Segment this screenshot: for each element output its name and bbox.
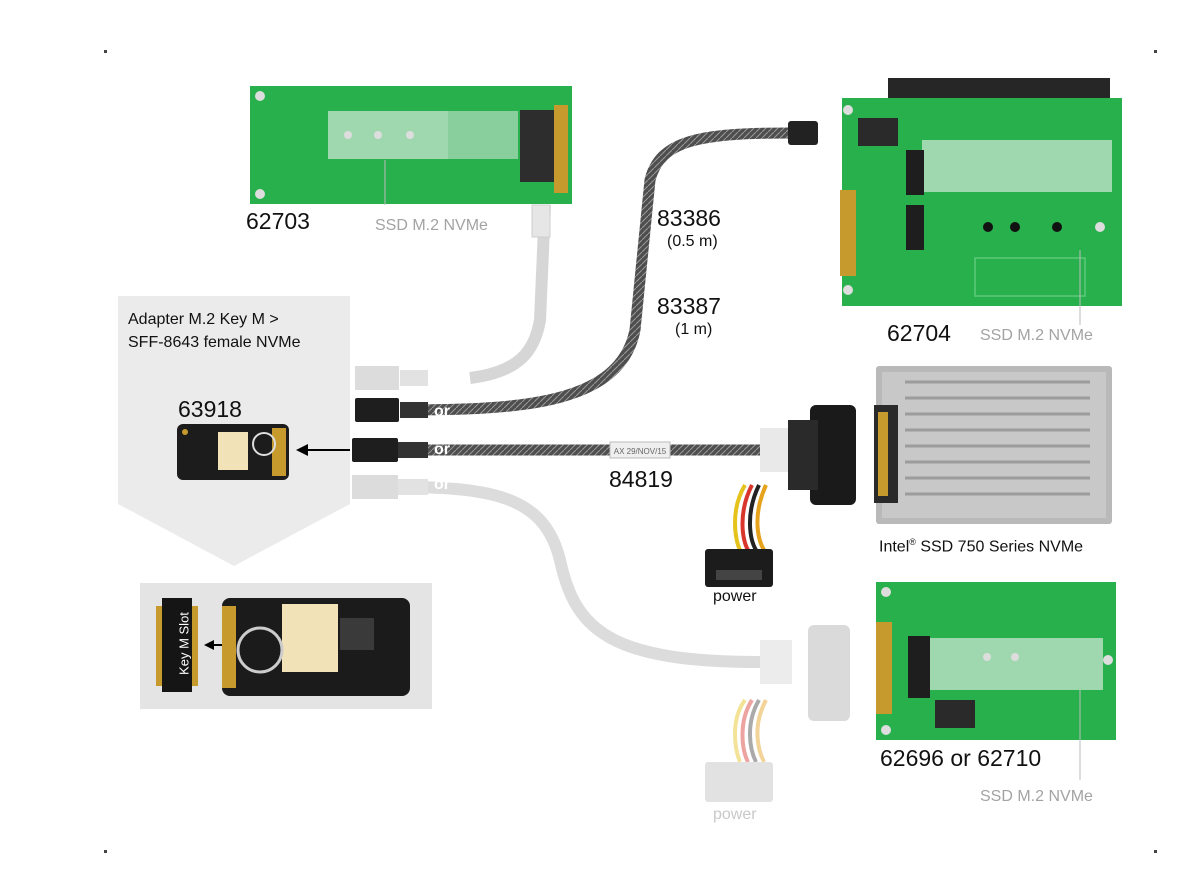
u2-connector-faded xyxy=(808,625,850,721)
corner-mark xyxy=(104,50,107,53)
sata-power-connector xyxy=(705,549,773,587)
product-62703-label: 62703 xyxy=(246,208,310,234)
or-label-4: or xyxy=(434,476,450,493)
cable-plugs xyxy=(352,366,428,499)
corner-mark xyxy=(1154,50,1157,53)
arrow-head xyxy=(296,444,308,456)
u2-connector xyxy=(760,428,792,472)
or-label-3: or xyxy=(434,441,450,458)
board-62704 xyxy=(840,78,1122,325)
product-84819-label: 84819 xyxy=(609,466,673,492)
cable-83387-label: 83387 xyxy=(657,293,721,319)
or-label-2: or xyxy=(434,403,450,420)
cable-to-62703 xyxy=(469,204,551,384)
ssd-label-62696: SSD M.2 NVMe xyxy=(980,788,1093,805)
board-62703 xyxy=(250,86,572,205)
intel-ssd-label: Intel® SSD 750 Series NVMe xyxy=(879,537,1084,556)
cable-83386-label: 83386 xyxy=(657,205,721,231)
power-label-faded: power xyxy=(713,806,757,823)
or-label-1: or xyxy=(434,370,450,387)
product-63918-label: 63918 xyxy=(178,396,242,422)
key-m-slot-label: Key M Slot xyxy=(176,612,192,675)
cable-83386-83387 xyxy=(399,127,791,416)
u2-power-wires xyxy=(733,483,768,552)
product-62696-label: 62696 or 62710 xyxy=(880,745,1042,771)
sff-plug-62704 xyxy=(788,121,818,145)
adapter-caption-line2: SFF-8643 female NVMe xyxy=(128,334,301,351)
intel-ssd-750 xyxy=(874,366,1112,524)
cable-83387-length: (1 m) xyxy=(675,321,713,338)
board-62696 xyxy=(876,582,1116,780)
cable-83386-length: (0.5 m) xyxy=(667,233,718,250)
ssd-label-62703: SSD M.2 NVMe xyxy=(375,217,488,234)
product-62704-label: 62704 xyxy=(887,320,951,346)
cable-to-62696 xyxy=(399,481,761,668)
corner-mark xyxy=(104,850,107,853)
cable-tag xyxy=(609,441,671,459)
faded-power-wires xyxy=(733,698,768,763)
ssd-label-62704: SSD M.2 NVMe xyxy=(980,327,1093,344)
svg-text:AX 29/NOV/15: AX 29/NOV/15 xyxy=(614,447,667,456)
corner-mark xyxy=(1154,850,1157,853)
power-label: power xyxy=(713,588,757,605)
module-63918 xyxy=(177,424,289,480)
detail-view xyxy=(156,598,410,696)
adapter-caption-line1: Adapter M.2 Key M > xyxy=(128,311,279,328)
sff-plug-62703 xyxy=(531,204,551,238)
sata-power-connector-faded xyxy=(705,762,773,802)
